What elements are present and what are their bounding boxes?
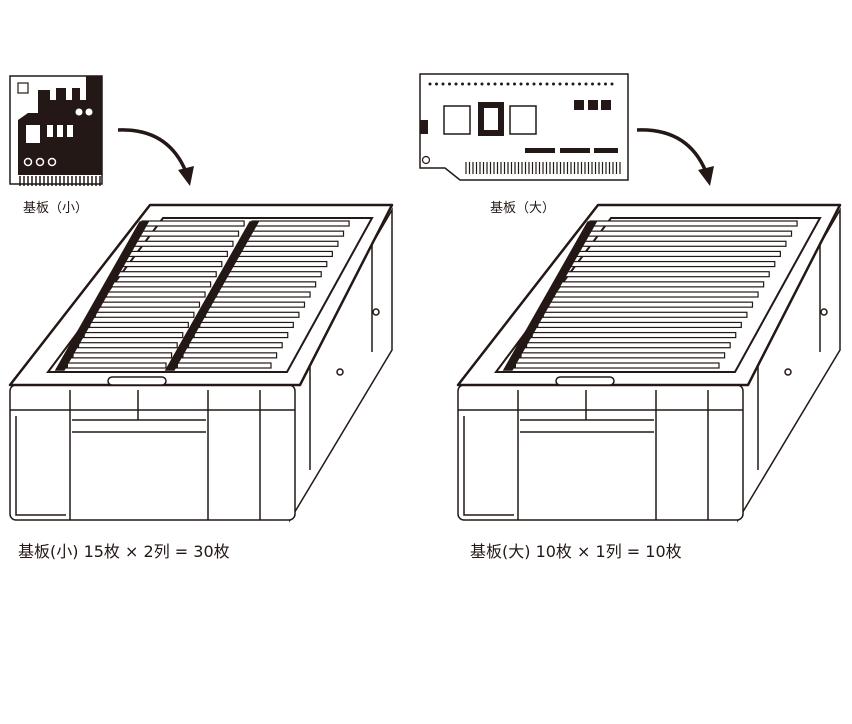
large-board-caption: 基板(大) 10枚 × 1列 = 10枚 [470, 542, 682, 561]
slot [223, 271, 322, 278]
slot [102, 291, 206, 298]
slot [212, 291, 311, 298]
slot [583, 230, 793, 237]
small-board-label: 基板（小） [23, 201, 89, 216]
slot [589, 220, 798, 227]
slot [245, 230, 345, 237]
slot [511, 362, 720, 369]
slot [190, 331, 289, 339]
slot [184, 342, 283, 349]
slot [229, 260, 328, 268]
slot [173, 362, 272, 369]
crate [456, 203, 842, 523]
large-board-icon [419, 73, 629, 181]
arrow-icon [636, 128, 708, 173]
slot [539, 311, 748, 318]
slot [522, 342, 731, 349]
slot [195, 321, 294, 329]
slot [556, 281, 765, 288]
slot [96, 301, 201, 308]
slot [85, 321, 189, 329]
slot [108, 281, 212, 288]
slot [516, 352, 726, 359]
large-board-label: 基板（大） [490, 201, 556, 216]
slot [113, 271, 217, 278]
small-board-caption: 基板(小) 15枚 × 2列 = 30枚 [18, 542, 230, 561]
slot [550, 291, 759, 298]
slot [240, 240, 339, 247]
slot [135, 230, 240, 237]
slot [130, 240, 234, 247]
slot [63, 362, 167, 369]
slot [561, 271, 770, 278]
slot [567, 260, 776, 268]
slot [234, 250, 333, 258]
slot [68, 352, 173, 359]
slot [74, 342, 178, 349]
slot [544, 301, 754, 308]
slot [533, 321, 742, 329]
slot [578, 240, 787, 247]
slot [251, 220, 350, 227]
slot [91, 311, 195, 318]
slot [124, 250, 228, 258]
slot [178, 352, 278, 359]
slot [80, 331, 184, 339]
crate [8, 203, 394, 523]
slot [528, 331, 737, 339]
slot [141, 220, 245, 227]
slot [119, 260, 223, 268]
slot [206, 301, 306, 308]
arrow-icon [117, 128, 188, 173]
small-board-icon [9, 75, 103, 186]
slot [218, 281, 317, 288]
slot [572, 250, 781, 258]
slot [201, 311, 300, 318]
